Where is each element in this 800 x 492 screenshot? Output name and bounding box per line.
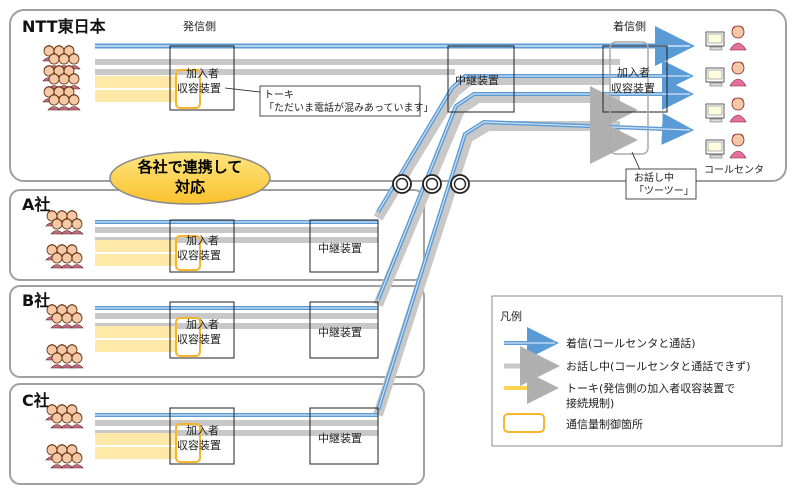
ntt-sub-line1: 加入者 — [186, 67, 219, 80]
legend-item-talkie-line2: 接続規制) — [566, 396, 614, 410]
legend-item-control: 通信量制御箇所 — [566, 417, 643, 431]
company-c-subscriber-switch — [169, 407, 235, 465]
control-point-marker — [175, 69, 201, 109]
legend-item-talkie-line1: トーキ(発信側の加入者収容装置で — [566, 381, 735, 395]
company-a-label: A社 — [22, 195, 50, 214]
company-c-relay — [309, 407, 379, 465]
company-b-label: B社 — [22, 291, 50, 310]
busy-line — [373, 75, 610, 221]
interconnect-point-icon — [450, 174, 470, 194]
busy-group-outline — [609, 41, 649, 155]
talkie-callout-line2: 「ただいま電話が混みあっています」 — [264, 101, 434, 114]
company-a-sub2: 収容装置 — [177, 248, 221, 262]
company-b-relay — [309, 301, 379, 359]
ntt-dest-line1: 加入者 — [617, 66, 650, 79]
interconnect-point-icon — [422, 174, 442, 194]
company-c-sub2: 収容装置 — [177, 438, 221, 452]
ntt-dest-switch — [602, 45, 668, 113]
talkie-bar — [95, 90, 175, 102]
company-b-sub2: 収容装置 — [177, 332, 221, 346]
cooperation-line1: 各社で連携して — [137, 158, 243, 176]
ntt-label: NTT東日本 — [22, 17, 106, 36]
dest-label: 着信側 — [613, 19, 646, 33]
ntt-subscriber-switch — [169, 45, 235, 111]
busy-callout — [625, 168, 697, 200]
legend-item-incoming: 着信(コールセンタと通話) — [566, 336, 696, 350]
company-a-relay-label: 中継装置 — [318, 241, 362, 255]
busy-callout-line1: お話し中 — [634, 171, 674, 184]
origin-label: 発信側 — [183, 19, 216, 33]
busy-callout-line2: 「ツーツー」 — [634, 185, 694, 197]
talkie-callout — [259, 85, 421, 117]
control-point-marker — [175, 317, 201, 357]
ntt-dest-line2: 収容装置 — [611, 81, 655, 95]
company-a-sub1: 加入者 — [186, 234, 219, 247]
company-b-sub1: 加入者 — [186, 318, 219, 331]
control-point-marker — [175, 235, 201, 271]
legend-swatch-control — [503, 413, 545, 433]
legend-title: 凡例 — [500, 309, 522, 323]
talkie-callout-line1: トーキ — [264, 90, 294, 101]
company-a-relay — [309, 219, 379, 273]
ntt-relay-switch — [447, 45, 515, 113]
ntt-sub-line2: 収容装置 — [177, 81, 221, 95]
busy-line — [373, 93, 620, 307]
cooperation-line2: 対応 — [174, 178, 205, 196]
company-c-label: C社 — [22, 391, 50, 410]
company-b-subscriber-switch — [169, 301, 235, 359]
talkie-bar — [95, 76, 175, 88]
company-c-sub1: 加入者 — [186, 424, 219, 437]
company-b-relay-label: 中継装置 — [318, 325, 362, 339]
cooperation-badge — [109, 151, 271, 205]
company-c-relay-label: 中継装置 — [318, 431, 362, 445]
callcenter-label: コールセンタ — [704, 164, 764, 176]
ntt-relay-label: 中継装置 — [455, 73, 499, 87]
control-point-marker — [175, 423, 201, 463]
legend-item-busy: お話し中(コールセンタと通話できず) — [566, 359, 751, 373]
company-a-subscriber-switch — [169, 219, 235, 273]
interconnect-point-icon — [392, 174, 412, 194]
